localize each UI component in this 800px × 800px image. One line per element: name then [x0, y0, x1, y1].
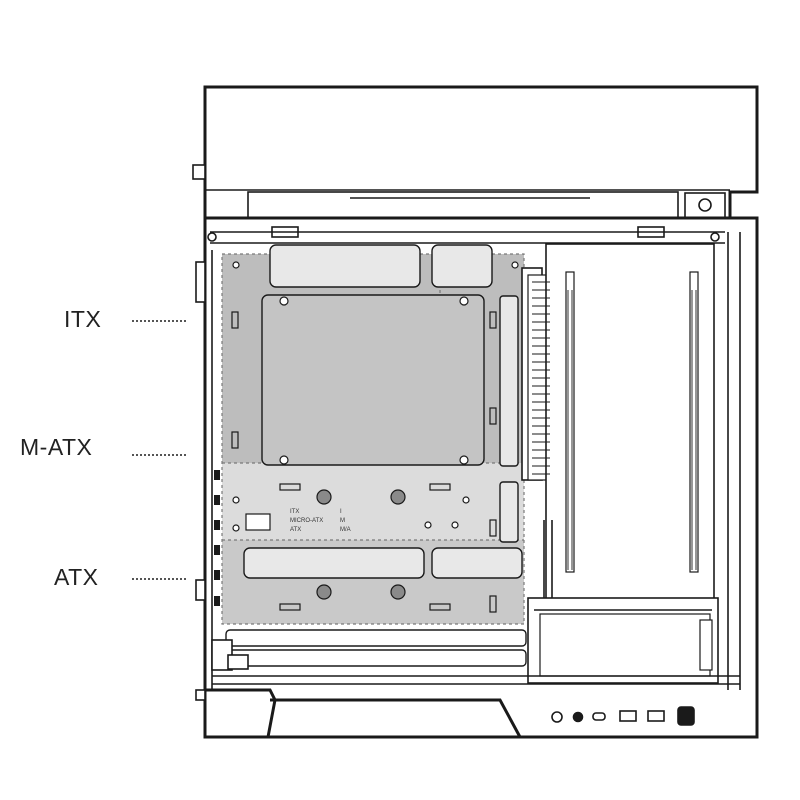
- marking-micro-atx: MICRO-ATX: [290, 518, 323, 524]
- audio-jack-icon: [572, 711, 584, 723]
- callout-label-atx: ATX: [54, 564, 99, 590]
- power-led-icon: [551, 711, 563, 723]
- marking-ma: M/A: [340, 527, 351, 533]
- marking-m: M: [340, 518, 345, 524]
- slot-marks: [231, 311, 497, 613]
- io-panel: [551, 706, 695, 726]
- callout-leader-atx: [132, 578, 186, 580]
- standoffs: [232, 261, 519, 600]
- bottom-bays: [211, 639, 740, 685]
- tray-cutouts: [225, 244, 527, 667]
- front-tabs: [214, 470, 220, 606]
- power-button-icon: [677, 706, 695, 726]
- usb-a-port-icon: [619, 710, 637, 722]
- callout-leader-matx: [132, 454, 186, 456]
- marking-atx: ATX: [290, 527, 301, 533]
- marking-i: I: [340, 509, 342, 515]
- psu-shroud: [527, 597, 719, 684]
- base: [205, 688, 757, 739]
- top-cover: [192, 85, 759, 220]
- marking-itx: ITX: [290, 509, 299, 515]
- board-markings: ITX MICRO-ATX ATX I M M/A: [290, 509, 351, 533]
- matx-zone: [222, 463, 524, 540]
- usb-a-port-icon: [647, 710, 665, 722]
- callout-leader-itx: [132, 320, 186, 322]
- top-screw-icon: [698, 198, 712, 212]
- callout-label-matx: M-ATX: [20, 434, 93, 460]
- vent-pattern: [532, 281, 697, 570]
- callout-label-itx: ITX: [64, 306, 102, 332]
- expansion-area: [521, 243, 715, 600]
- usb-c-port-icon: [592, 712, 606, 721]
